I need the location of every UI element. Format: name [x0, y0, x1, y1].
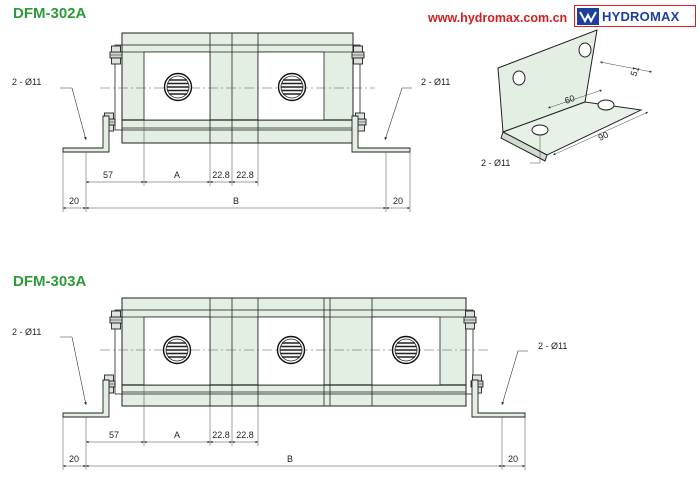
port-grille-icon — [162, 335, 192, 365]
dim-20-left-bottom: 20 — [69, 454, 79, 464]
bracket-dim-90: 90 — [597, 130, 610, 143]
bracket-left-bottom — [62, 379, 110, 418]
dim-57-bottom: 57 — [109, 430, 119, 440]
bolt-icon — [109, 310, 123, 330]
hole-label-right-top: 2 - Ø11 — [421, 77, 450, 87]
website-link[interactable]: www.hydromax.com.cn — [428, 11, 568, 25]
bracket-hole-label: 2 - Ø11 — [481, 158, 510, 168]
bolt-icon — [109, 45, 123, 65]
brand-logo: HYDROMAX — [574, 5, 696, 27]
bolt-icon — [351, 45, 365, 65]
port-grille-icon — [276, 335, 306, 365]
dim-a-bottom: A — [174, 430, 180, 440]
dim-b-bottom: B — [287, 454, 293, 464]
dim-22-8-second-top: 22.8 — [236, 170, 254, 180]
port-grille-icon — [277, 72, 307, 102]
bolt-icon — [463, 310, 477, 330]
pump-body-top — [100, 32, 375, 144]
bracket-dim-60: 60 — [563, 93, 576, 106]
title-dfm-303a: DFM-303A — [13, 273, 87, 290]
dim-22-8-first-bottom: 22.8 — [212, 430, 230, 440]
port-grille-icon — [163, 72, 193, 102]
dim-20-right-bottom: 20 — [508, 454, 518, 464]
dim-20-left-top: 20 — [69, 196, 79, 206]
bracket-left-top — [62, 115, 110, 153]
brand-name: HYDROMAX — [602, 8, 680, 24]
bracket-dim-51: 51 — [628, 65, 641, 78]
title-dfm-302a: DFM-302A — [13, 5, 87, 22]
bracket-right-bottom — [471, 379, 526, 418]
hole-label-left-top: 2 - Ø11 — [12, 77, 41, 87]
bracket-right-top — [351, 115, 411, 153]
dim-b-top: B — [233, 196, 239, 206]
dim-22-8-first-top: 22.8 — [212, 170, 230, 180]
dim-57-top: 57 — [103, 170, 113, 180]
dim-22-8-second-bottom: 22.8 — [236, 430, 254, 440]
dim-a-top: A — [174, 170, 180, 180]
hole-label-right-bottom: 2 - Ø11 — [538, 341, 567, 351]
brand-logo-icon — [577, 7, 599, 25]
port-grille-icon — [391, 335, 421, 365]
dim-20-right-top: 20 — [393, 196, 403, 206]
hole-label-left-bottom: 2 - Ø11 — [12, 327, 41, 337]
